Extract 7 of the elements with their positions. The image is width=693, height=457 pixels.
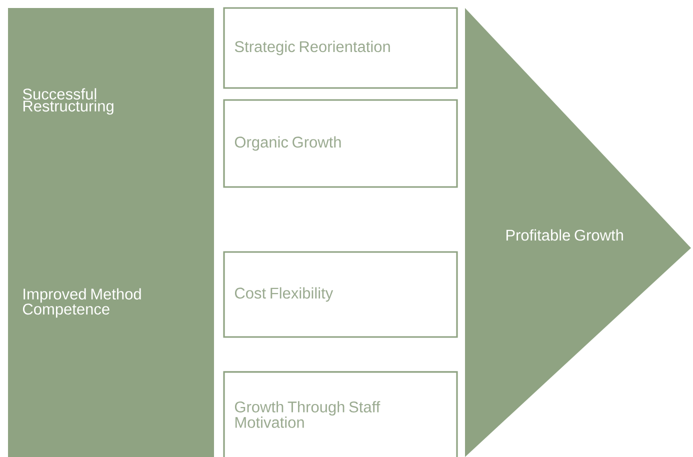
panel-label: Improved Method Competence bbox=[23, 288, 141, 318]
text-box: Organic Growth bbox=[223, 99, 458, 188]
panel-label: Successful Restructuring bbox=[22, 88, 114, 115]
text-box: Growth Through Staff Motivation bbox=[223, 371, 458, 457]
panel bbox=[8, 8, 214, 457]
text-box: Cost Flexibility bbox=[223, 251, 458, 338]
text-box: Strategic Reorientation bbox=[223, 7, 458, 89]
